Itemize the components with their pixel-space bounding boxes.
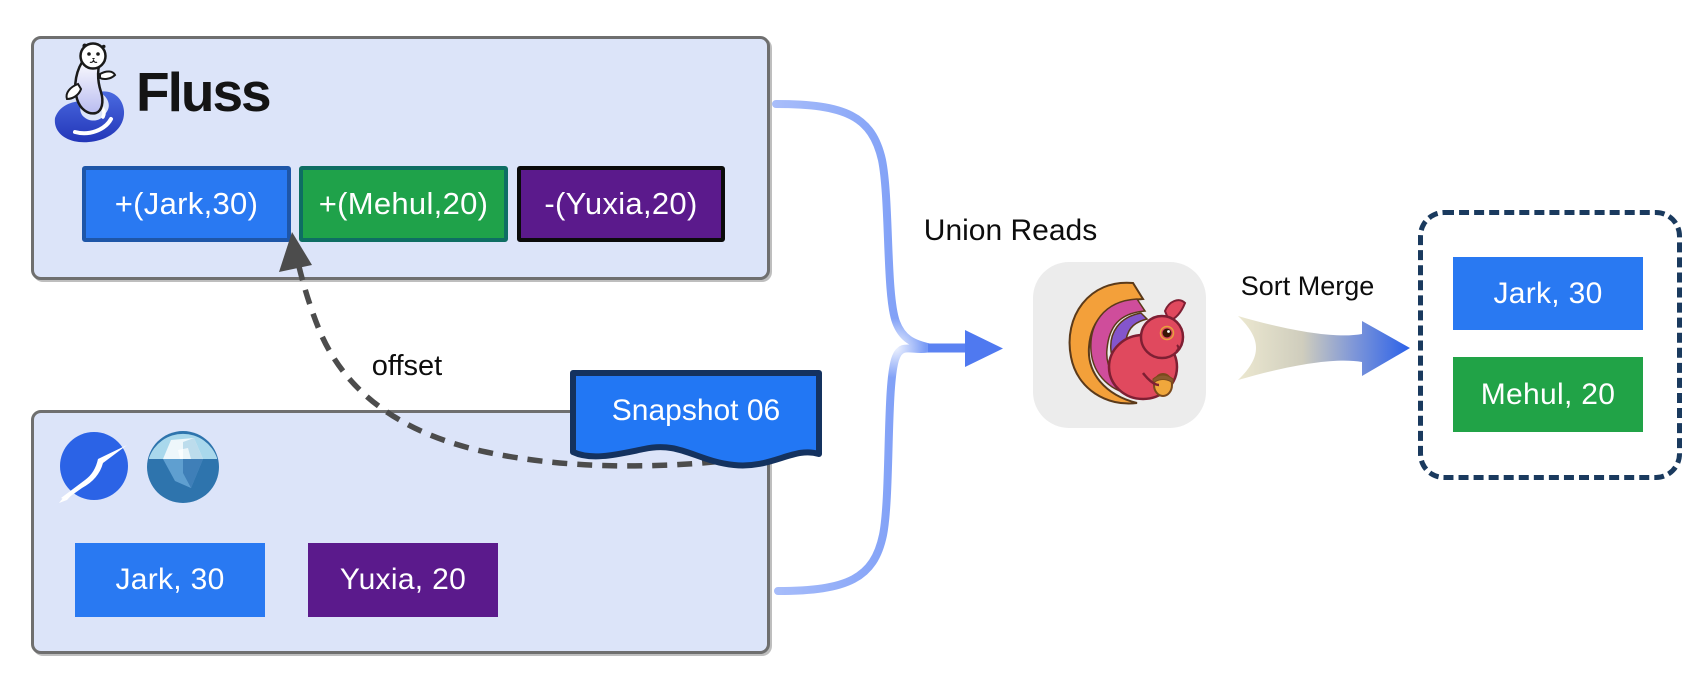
log-record-yuxia: -(Yuxia,20) [517,166,725,242]
result-record-jark: Jark, 30 [1453,257,1643,330]
union-reads-label: Union Reads [923,214,1098,247]
sort-merge-label: Sort Merge [1240,271,1375,301]
fluss-title: Fluss [136,61,272,123]
union-brace-top [772,100,936,352]
snapshot-flag [570,370,822,469]
log-record-jark: +(Jark,30) [82,166,291,242]
offset-label: offset [371,350,443,382]
brace-merge-fade [866,318,926,378]
iceberg-logo-icon [147,431,219,503]
snapshot-record-jark: Jark, 30 [75,543,265,617]
fluss-logo-icon [54,42,125,143]
result-record-mehul: Mehul, 20 [1453,357,1643,432]
merged-result-box [1418,210,1682,480]
snapshot-flag-label: Snapshot 06 [611,394,781,427]
log-record-mehul: +(Mehul,20) [299,166,508,242]
flink-squirrel-icon [1068,281,1186,405]
union-arrowhead-icon [965,330,1003,367]
snapshot-record-yuxia: Yuxia, 20 [308,543,498,617]
sort-merge-arrow [1238,316,1410,380]
paimon-logo-icon [59,432,128,503]
flink-tile [1033,262,1206,428]
